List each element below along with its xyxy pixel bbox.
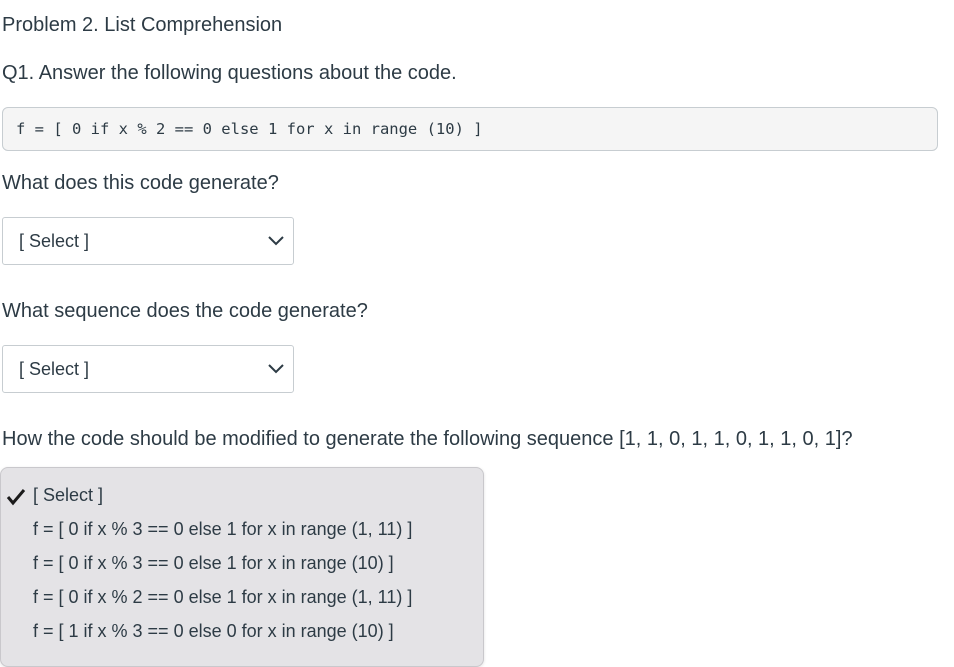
chevron-down-icon — [268, 364, 284, 374]
code-block: f = [ 0 if x % 2 == 0 else 1 for x in ra… — [2, 107, 938, 151]
question-intro: Q1. Answer the following questions about… — [2, 62, 457, 84]
dropdown-option-2[interactable]: f = [ 0 if x % 3 == 0 else 1 for x in ra… — [33, 553, 394, 573]
dropdown-option-1[interactable]: f = [ 0 if x % 3 == 0 else 1 for x in ra… — [33, 519, 413, 539]
dropdown-option-select[interactable]: [ Select ] — [33, 485, 104, 505]
dropdown-option-3[interactable]: f = [ 0 if x % 2 == 0 else 1 for x in ra… — [33, 587, 413, 607]
select-value: [ Select ] — [19, 359, 90, 379]
dropdown-option-4[interactable]: f = [ 1 if x % 3 == 0 else 0 for x in ra… — [33, 621, 394, 641]
question-2-select[interactable]: [ Select ] — [2, 345, 294, 393]
question-1-select[interactable]: [ Select ] — [2, 217, 294, 265]
code-text: f = [ 0 if x % 2 == 0 else 1 for x in ra… — [16, 120, 483, 138]
checkmark-icon — [6, 489, 26, 506]
chevron-down-icon — [268, 236, 284, 246]
question-3-dropdown-menu[interactable] — [0, 467, 484, 667]
problem-title: Problem 2. List Comprehension — [2, 14, 283, 36]
question-2-text: What sequence does the code generate? — [2, 300, 368, 322]
question-1-text: What does this code generate? — [2, 172, 279, 194]
question-3-text: How the code should be modified to gener… — [2, 428, 853, 450]
select-value: [ Select ] — [19, 231, 90, 251]
